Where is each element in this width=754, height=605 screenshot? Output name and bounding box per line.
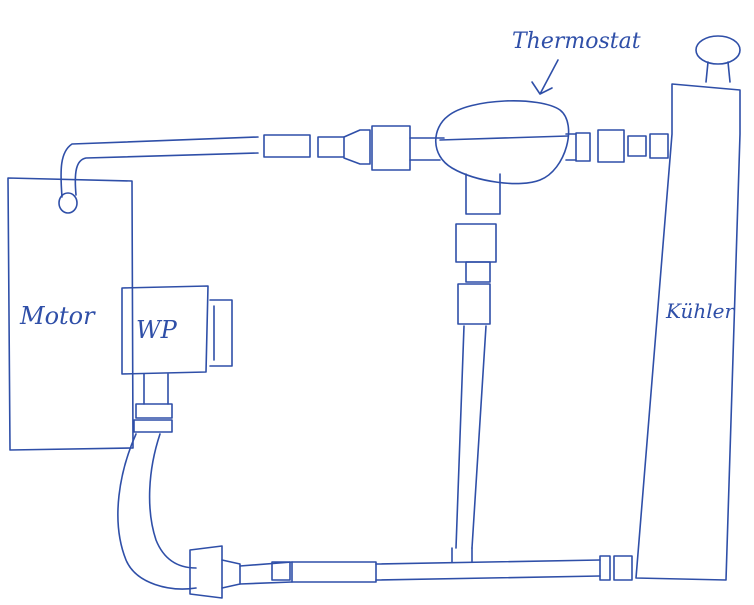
bypass-pipe: [455, 325, 487, 549]
pump-outlet-coupling-2: [133, 419, 173, 433]
motor-outlet-hose: [60, 136, 259, 198]
radiator-body: [635, 83, 741, 581]
thermostat-housing: [435, 100, 570, 185]
upper-pipe-coupling-3: [371, 125, 411, 171]
radiator-inlet-coupling-4: [649, 133, 669, 159]
radiator-inlet-coupling-3: [627, 135, 647, 157]
water-pump-label: WP: [136, 316, 178, 344]
lower-hose-curve-inner: [148, 433, 197, 569]
upper-pipe-coupling-2: [317, 136, 345, 158]
radiator-cap-neck: [705, 61, 731, 83]
upper-pipe-segment: [409, 137, 445, 161]
radiator-outlet-coupling-1: [599, 555, 611, 581]
pump-outlet-coupling-1: [135, 403, 173, 419]
lower-pipe-coupling-3: [291, 561, 377, 583]
radiator-cap: [695, 35, 741, 65]
lower-pipe-coupling-1: [189, 545, 223, 599]
water-pump-pulley: [209, 299, 233, 367]
lower-pipe-tee: [451, 547, 473, 563]
bypass-coupling-3: [457, 283, 491, 325]
lower-hose-curve: [117, 433, 197, 590]
pump-outlet-stub: [143, 373, 169, 405]
bypass-pipe-stub: [465, 173, 501, 215]
thermostat-label: Thermostat: [512, 29, 641, 54]
thermostat-radiator-pipe: [565, 133, 577, 161]
motor-outlet-port: [58, 192, 78, 214]
upper-pipe-reducer: [343, 129, 371, 165]
lower-pipe-reducer: [221, 559, 241, 589]
radiator-inlet-coupling-1: [575, 132, 591, 162]
thermostat-center-line: [439, 135, 569, 141]
motor-block: [7, 177, 134, 451]
radiator-inlet-coupling-2: [597, 129, 625, 163]
motor-outlet-hose-inner: [74, 152, 259, 196]
radiator-outlet-coupling-2: [613, 555, 633, 581]
bypass-coupling-2: [465, 261, 491, 283]
lower-pipe: [239, 559, 601, 585]
bypass-coupling-1: [455, 223, 497, 263]
thermostat-pointer-arrow: [531, 59, 559, 95]
upper-pipe-coupling-1: [263, 134, 311, 158]
motor-label: Motor: [19, 302, 96, 330]
water-pump-body: [121, 285, 209, 375]
radiator-label: Kühler: [665, 299, 735, 323]
lower-pipe-coupling-2: [271, 561, 291, 581]
